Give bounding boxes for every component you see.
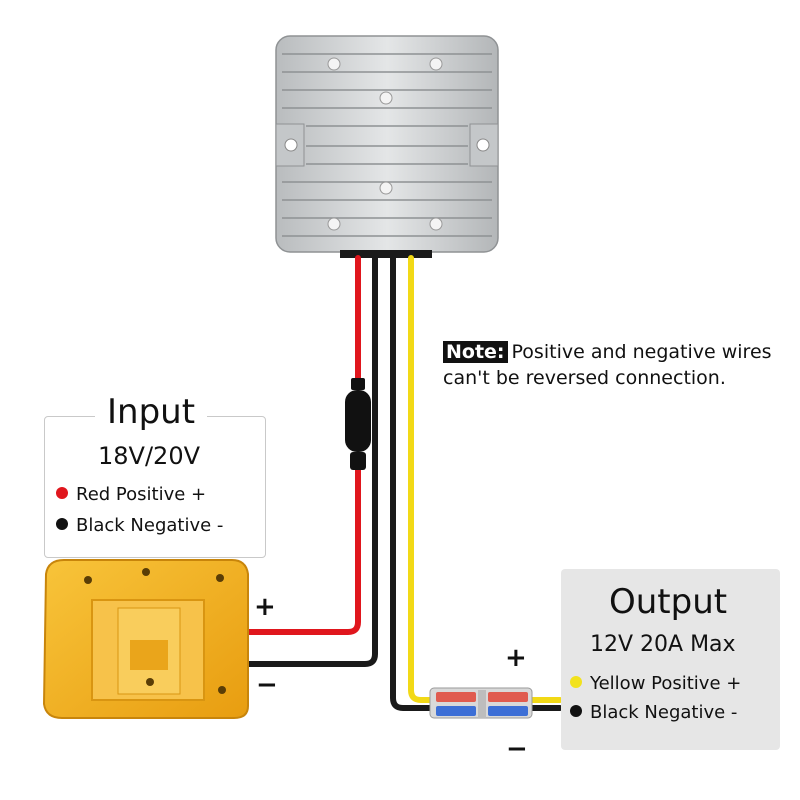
red-dot-icon [56, 487, 68, 499]
yellow-dot-icon [570, 676, 582, 688]
output-info-box [561, 569, 780, 750]
note-text: Positive and negative wires can't be rev… [443, 341, 772, 389]
output-legend-negative: Black Negative - [570, 701, 737, 725]
input-info-box [44, 416, 266, 558]
dc-converter [275, 35, 499, 258]
output-title: Output [609, 582, 728, 622]
wires [245, 255, 563, 711]
input-title: Input [95, 390, 208, 434]
fuse-holder [345, 378, 371, 470]
output-plus-sign: + [505, 643, 527, 673]
input-minus-sign: − [256, 670, 278, 700]
input-legend-positive-label: Red Positive + [76, 484, 207, 505]
output-legend-negative-label: Black Negative - [590, 702, 738, 723]
polarity-note: Note:Positive and negative wires can't b… [443, 339, 788, 391]
output-spec: 12V 20A Max [590, 632, 736, 657]
black-dot-icon [570, 705, 582, 717]
input-legend-negative: Black Negative - [56, 514, 223, 538]
wire-connector [429, 687, 533, 719]
output-legend-positive: Yellow Positive + [570, 672, 741, 696]
input-legend-positive: Red Positive + [56, 483, 206, 507]
output-legend-positive-label: Yellow Positive + [590, 673, 742, 694]
output-minus-sign: − [506, 734, 528, 764]
note-label: Note: [443, 341, 508, 363]
black-dot-icon [56, 518, 68, 530]
battery-adapter [42, 559, 249, 719]
input-plus-sign: + [254, 592, 276, 622]
input-legend-negative-label: Black Negative - [76, 515, 224, 536]
input-voltage-spec: 18V/20V [98, 442, 200, 470]
